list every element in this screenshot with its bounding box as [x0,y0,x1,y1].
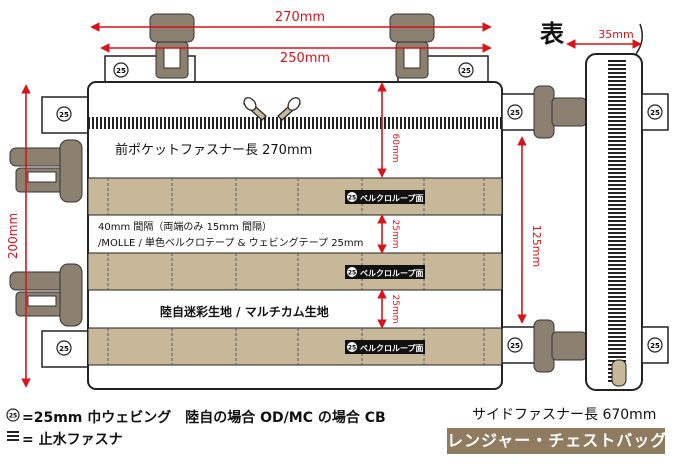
fabric-label: 陸自迷彩生地 / マルチカム生地 [160,304,329,319]
webbing-badge: 25 [9,413,17,420]
front-zip-label: 前ポケットファスナー長 270mm [115,142,312,158]
webbing-badge: 25 [510,109,520,117]
side-panel-strap-bottom: 25 [641,326,669,364]
webbing-band-1 [87,177,503,216]
webbing-badge: 25 [510,342,520,350]
product-name-banner: レンジャー・チェストバッグ [447,428,666,454]
webbing-band-3 [87,327,503,366]
molle-label: /MOLLE / 単色ベルクロテープ & ウェビングテープ 25mm [98,236,363,249]
side-panel-strap-top: 25 [641,93,669,131]
legend-zip-text: = 止水ファスナ [22,432,123,448]
webbing-badge: 25 [59,111,69,119]
webbing-badge: 25 [348,195,356,202]
dim-200-label: 200mm [6,213,20,259]
dim-125-label: 125mm [530,225,543,267]
velcro-loop-label: ベルクロループ面 [360,268,424,278]
velcro-loop-badge-3: 25 ベルクロループ面 [345,340,425,354]
side-zipper [608,60,626,384]
front-zipper [88,117,502,129]
dim-25a-label: 25mm [390,220,400,249]
dimension-arrows [21,22,642,388]
left-strap-bottom: 25 [41,330,93,368]
side-zip-length-text: サイドファスナー長 670mm [472,407,657,423]
velcro-loop-badge-1: 25 ベルクロループ面 [345,190,425,204]
top-buckle-left [149,13,195,79]
zipper-pull-icon [243,97,301,121]
left-strap-top: 25 [41,96,93,134]
right-strap-top: 25 [501,93,539,131]
dim-270-label: 270mm [275,10,325,25]
left-buckle-bottom [9,263,83,327]
dim-250-label: 250mm [280,51,330,66]
webbing-badge: 25 [59,345,69,353]
velcro-loop-label: ベルクロループ面 [360,193,424,203]
dim-35-label: 35mm [598,28,633,41]
top-buckle-right [389,13,435,79]
left-buckle-top [9,139,83,203]
legend-webbing-text: =25mm 巾ウェビング 陸自の場合 OD/MC の場合 CB [22,410,386,426]
dim-25b-label: 25mm [390,295,400,324]
webbing-badge: 25 [348,270,356,277]
legend-zip-icon [7,431,19,441]
velcro-loop-label: ベルクロループ面 [360,343,424,353]
webbing-badge: 25 [116,67,126,75]
face-label: 表 [540,20,565,48]
webbing-badge: 25 [348,345,356,352]
right-strap-bottom: 25 [501,326,539,364]
webbing-badge: 25 [650,342,660,350]
velcro-loop-badge-2: 25 ベルクロループ面 [345,265,425,279]
spacing-label: 40mm 間隔（両端のみ 15mm 間隔） [98,220,272,233]
dim-60-label: 60mm [390,134,400,163]
webbing-badge: 25 [650,109,660,117]
webbing-badge: 25 [461,67,471,75]
main-panel [87,81,503,390]
webbing-band-2 [87,252,503,291]
legend-webbing-icon: 25 [6,408,20,422]
side-zipper-pull-icon [611,359,627,387]
stitch-lines [107,178,485,365]
side-zip-cord [635,23,643,55]
